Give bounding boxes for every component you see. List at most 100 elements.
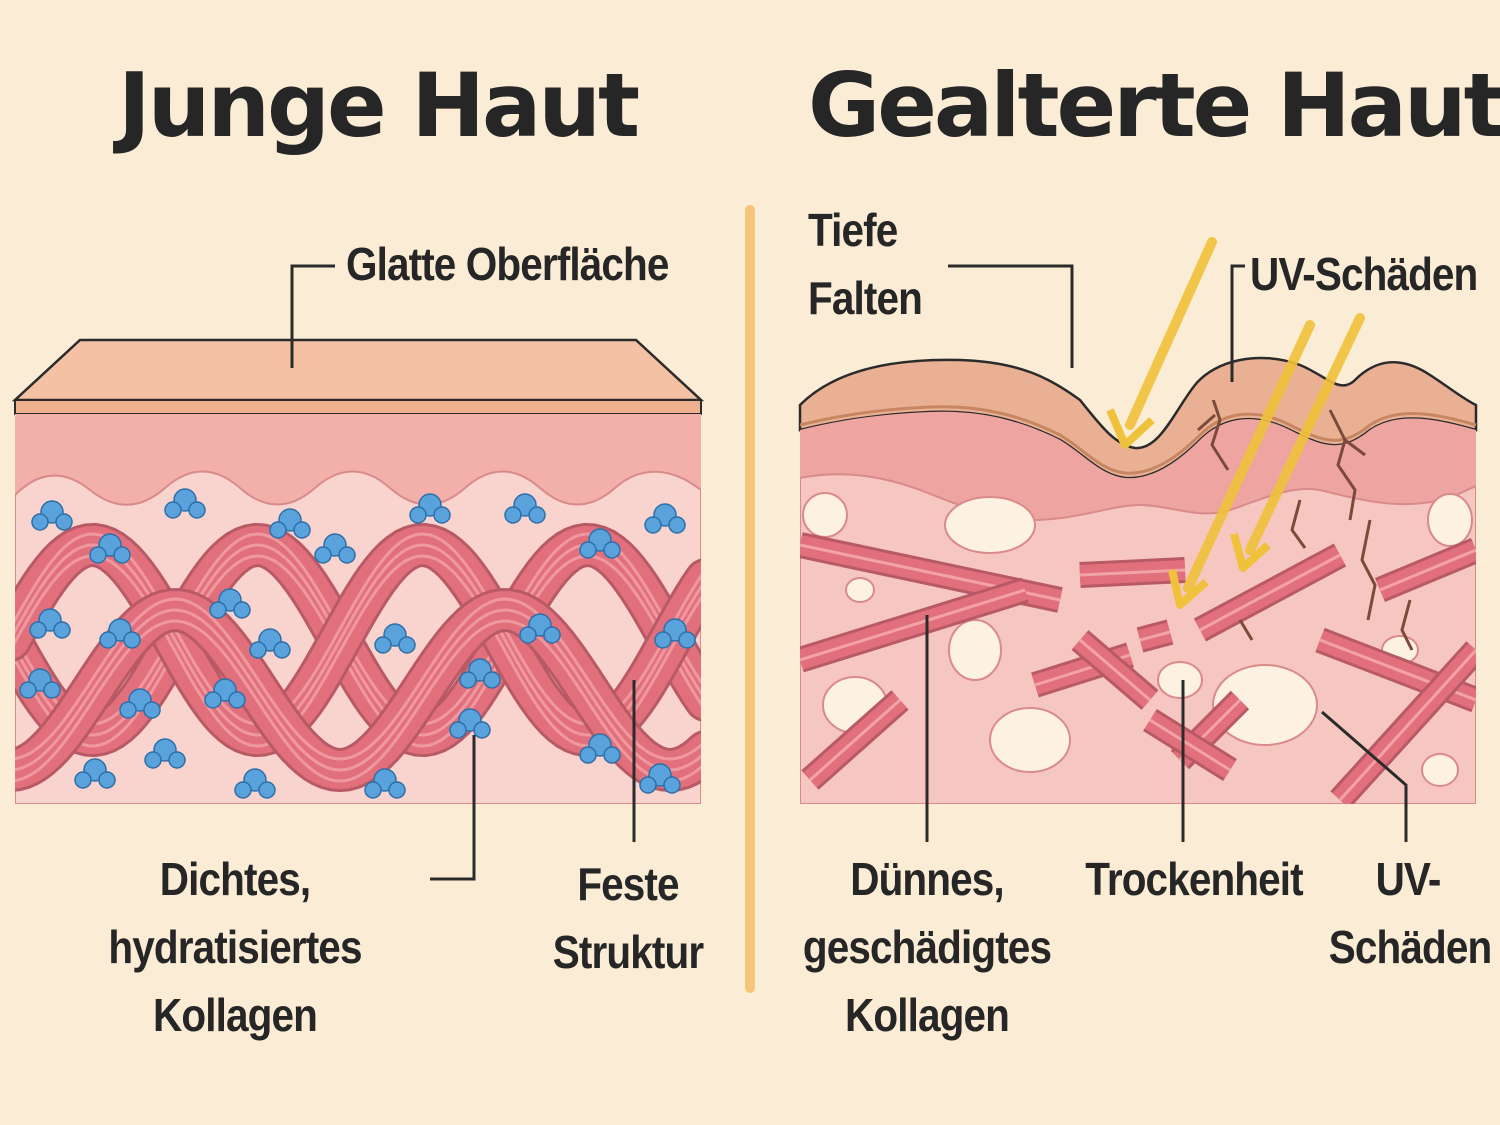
water-molecule [29,608,71,639]
water-atom [388,781,406,799]
water-atom [143,701,161,719]
water-atom [644,516,662,534]
label-uv-damage-bottom: UV- Schäden [1329,845,1492,981]
water-atom [603,541,621,559]
water-atom [53,621,71,639]
water-molecule [579,528,621,559]
label-dense-collagen-line-1: Dichtes, [159,853,311,905]
label-damaged-collagen: Dünnes, geschädigtes Kollagen [802,845,1052,1049]
water-molecule [74,758,116,789]
dry-pocket [1421,753,1459,787]
label-uv-damage-top: UV-Schäden [1250,248,1478,300]
water-atom [258,781,276,799]
center-divider [745,205,755,993]
aged-leader-lines [925,264,1408,842]
label-dense-collagen-line-2: hydratisiertes [108,921,362,973]
water-molecule [209,588,251,619]
young-fiber-strand-2-2 [15,619,701,783]
dry-pocket [1157,661,1203,699]
water-atom [579,746,597,764]
damaged-fiber-strand-1 [800,588,1026,662]
dry-pockets [802,492,1473,787]
label-dense-collagen-line-3: Kollagen [153,989,318,1041]
dry-pocket [989,707,1071,773]
dry-pocket [1427,493,1473,547]
label-smooth-surface: Glatte Oberfläche [346,238,669,290]
damaged-fiber-strand-12 [1139,630,1171,642]
water-molecule [204,678,246,709]
damaged-fiber-strand-8 [1079,638,1151,702]
water-atom [603,746,621,764]
water-molecule [314,533,356,564]
label-firm-structure-line-2: Struktur [552,926,704,978]
water-atom [98,771,116,789]
water-molecule [654,618,696,649]
water-molecule [449,708,491,739]
water-atom [409,506,427,524]
label-firm-structure-line-1: Feste [577,858,679,910]
water-molecule [364,768,406,799]
dry-pocket [845,577,875,603]
water-molecule [119,688,161,719]
water-atom [29,621,47,639]
aged-skin-title: Gealterte Haut [808,54,1500,157]
water-atom [364,781,382,799]
water-atom [234,781,252,799]
water-atom [204,691,222,709]
aged-skin-block [798,237,1478,804]
skin-cracks [1197,400,1414,651]
label-dense-collagen: Dichtes, hydratisiertes Kollagen [99,845,372,1049]
dry-pocket [948,619,1002,681]
water-atom [99,631,117,649]
damaged-fiber-strand-7 [809,698,901,782]
label-uv-damage-bottom-line-1: UV- [1375,853,1442,905]
water-atom [209,601,227,619]
dry-pocket [1212,664,1318,746]
label-deep-wrinkles: Tiefe Falten [808,196,923,332]
leader-deep-wrinkles [948,264,1074,368]
uv-ray-2 [1168,320,1315,609]
water-atom [543,626,561,644]
water-atom [89,546,107,564]
dry-pocket [802,492,848,538]
water-atom [528,506,546,524]
water-molecule [579,733,621,764]
water-atom [579,541,597,559]
water-molecule [164,488,206,519]
water-molecule [504,493,546,524]
uv-ray-1 [1106,237,1217,449]
label-damaged-collagen-line-2: geschädigtes [802,921,1052,973]
water-molecule [31,500,73,531]
water-molecule [89,533,131,564]
damaged-fiber-strand-11 [1379,548,1476,592]
water-atom [668,516,686,534]
water-atom [398,636,416,654]
dry-pocket [944,496,1036,554]
damaged-fiber-strand-6 [1338,648,1476,802]
label-deep-wrinkles-line-1: Tiefe [808,204,898,256]
water-molecule [374,623,416,654]
water-molecule [639,763,681,794]
young-epidermis-top [11,338,705,402]
water-atom [19,681,37,699]
water-atom [43,681,61,699]
label-damaged-collagen-line-1: Dünnes, [850,853,1004,905]
water-atom [374,636,392,654]
label-damaged-collagen-line-3: Kollagen [845,989,1010,1041]
water-atom [433,506,451,524]
label-deep-wrinkles-line-2: Falten [808,272,923,324]
water-molecule [269,508,311,539]
water-molecule [644,503,686,534]
water-atom [504,506,522,524]
water-molecule [234,768,276,799]
leader-uv-damage-bottom [1321,710,1408,842]
water-atom [473,721,491,739]
water-atom [55,513,73,531]
young-skin-title: Junge Haut [118,54,640,157]
water-atom [338,546,356,564]
water-atom [119,701,137,719]
young-skin-block [11,338,705,804]
water-atom [228,691,246,709]
water-molecule [99,618,141,649]
